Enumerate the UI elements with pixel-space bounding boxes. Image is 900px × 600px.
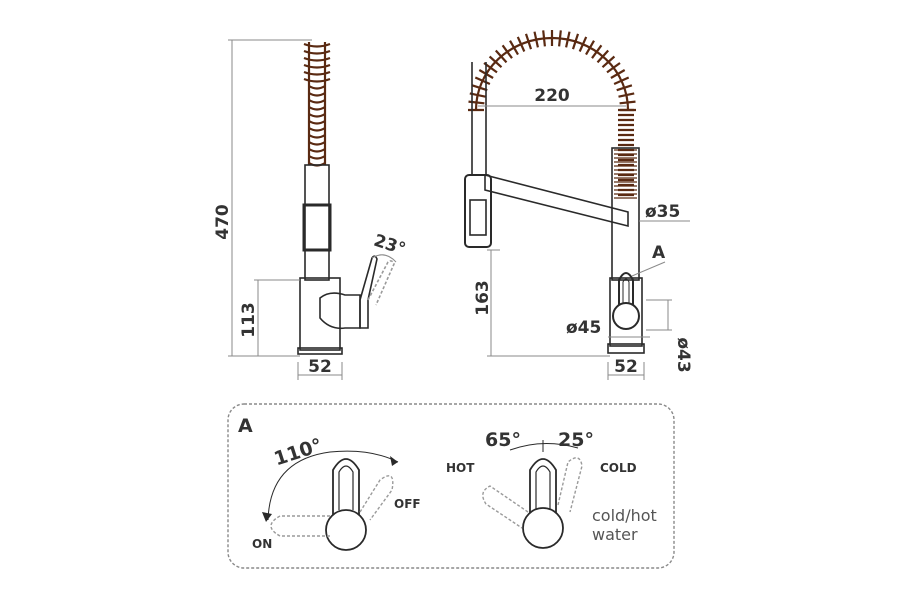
side-base-plate xyxy=(297,347,343,355)
front-mount-diameter: ø43 xyxy=(673,337,693,372)
onoff-on-ghost xyxy=(270,515,330,537)
front-reach: 220 xyxy=(534,86,570,106)
hotcold-label-hot: HOT xyxy=(446,461,475,475)
onoff-label-off: OFF xyxy=(394,497,421,511)
front-detail-ref: A xyxy=(652,243,666,263)
hotcold-arc xyxy=(509,442,579,451)
front-base-width: 52 xyxy=(614,357,638,377)
hotcold-handle xyxy=(482,440,583,549)
onoff-arc xyxy=(267,450,399,521)
front-base-diameter: ø45 xyxy=(566,318,601,338)
front-spout-tube xyxy=(471,62,487,175)
spring-coil xyxy=(614,149,637,199)
note-line1: cold/hot xyxy=(592,506,657,525)
onoff-off-ghost xyxy=(359,475,394,521)
hotcold-angle-hot: 65° xyxy=(485,429,521,451)
front-base-plate xyxy=(607,343,645,354)
onoff-handle-knob xyxy=(325,509,367,551)
onoff-handle-loop xyxy=(332,458,360,515)
spring-coil xyxy=(307,42,327,165)
front-lever-loop xyxy=(618,272,634,318)
front-arch-spring xyxy=(468,30,636,197)
onoff-handle xyxy=(262,450,399,551)
hotcold-cold-ghost xyxy=(557,457,583,513)
hotcold-handle-loop xyxy=(529,458,557,515)
front-lower-body xyxy=(609,277,643,347)
hotcold-hot-ghost xyxy=(482,485,529,529)
front-spray-head-inner xyxy=(469,199,487,236)
front-spout-height: 163 xyxy=(473,280,493,316)
side-spring xyxy=(303,42,331,167)
hotcold-label-cold: COLD xyxy=(600,461,637,475)
front-bar xyxy=(484,173,629,228)
side-sprayer xyxy=(302,203,332,252)
side-lever-alt xyxy=(367,260,395,306)
side-body-tube xyxy=(304,164,330,281)
front-body-spring xyxy=(614,149,637,199)
hotcold-handle-knob xyxy=(522,507,564,549)
onoff-label-on: ON xyxy=(252,537,272,551)
front-view xyxy=(464,30,645,354)
spring-coil xyxy=(474,36,630,111)
side-dimension-lines xyxy=(228,39,397,380)
front-body-column xyxy=(611,147,640,281)
detail-frame xyxy=(227,403,675,569)
front-spout-diameter: ø35 xyxy=(645,202,680,222)
side-base-width: 52 xyxy=(308,357,332,377)
side-lever xyxy=(359,255,378,329)
detail-title: A xyxy=(238,415,253,437)
note-line2: water xyxy=(592,525,638,544)
side-height-total: 470 xyxy=(213,204,233,240)
onoff-angle: 110° xyxy=(271,434,325,470)
spring-coil xyxy=(303,42,331,167)
hotcold-angle-cold: 25° xyxy=(558,429,594,451)
side-view xyxy=(297,42,395,355)
front-lever-knob xyxy=(612,302,640,330)
side-lower-body xyxy=(299,277,341,351)
front-spray-head xyxy=(464,174,492,248)
side-height-body: 113 xyxy=(239,302,259,338)
front-dimension-lines xyxy=(478,105,690,380)
